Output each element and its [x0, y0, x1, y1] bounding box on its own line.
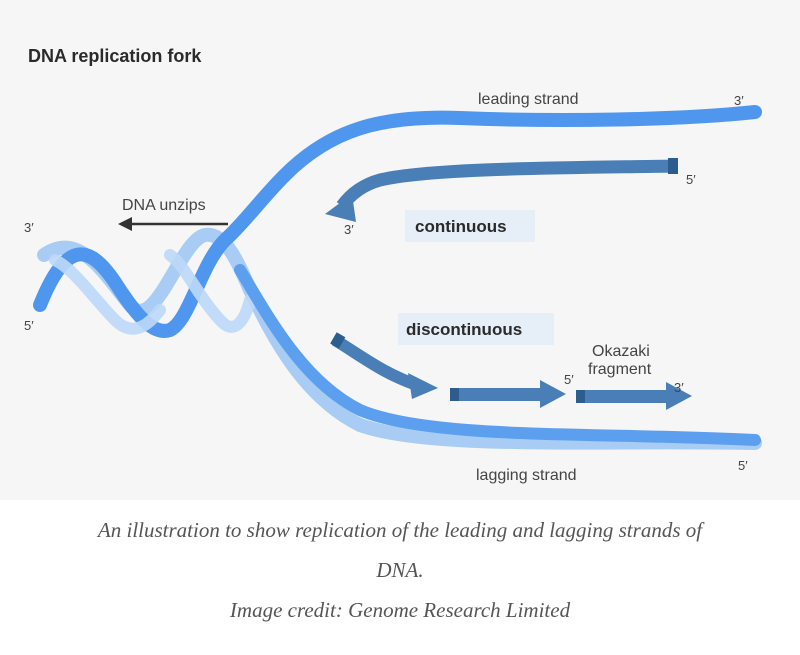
leading-strand-label: leading strand — [478, 91, 579, 108]
dna-unzips-label: DNA unzips — [122, 197, 206, 214]
okazaki-3-prime-label: 3′ — [674, 380, 684, 395]
okazaki-fragment-2-arrowhead — [540, 380, 566, 408]
continuous-strand-5-end — [668, 158, 678, 174]
continuous-label: continuous — [415, 217, 507, 236]
continuous-5-prime-label: 5′ — [686, 172, 696, 187]
diagram-title: DNA replication fork — [28, 46, 202, 66]
lagging-strand-curve — [234, 264, 761, 446]
okazaki-fragment-3-arrowhead — [666, 382, 692, 410]
discontinuous-label: discontinuous — [406, 320, 522, 339]
okazaki-fragment-2-5-end — [450, 388, 459, 401]
okazaki-fragment-1 — [331, 334, 422, 392]
lagging-strand-label: lagging strand — [476, 467, 577, 484]
okazaki-fragment-1-5-end — [330, 332, 346, 349]
image-credit: Image credit: Genome Research Limited — [229, 598, 571, 622]
okazaki-fragment-2 — [450, 388, 542, 401]
okazaki-label-line2: fragment — [588, 361, 652, 378]
unzip-arrowhead — [118, 217, 132, 231]
helix-twist-2 — [164, 249, 256, 333]
continuous-arrowhead — [325, 194, 356, 222]
caption-line-1: An illustration to show replication of t… — [97, 518, 703, 542]
helix-3-prime-label: 3′ — [24, 220, 34, 235]
okazaki-label-line1: Okazaki — [592, 343, 650, 360]
figure-caption: An illustration to show replication of t… — [0, 510, 800, 630]
helix-5-prime-label: 5′ — [24, 318, 34, 333]
diagram-panel: DNA replication fork DNA unzips leading … — [24, 46, 762, 484]
continuous-new-strand — [336, 159, 677, 210]
lagging-5-prime-label: 5′ — [738, 458, 748, 473]
okazaki-fragment-1-arrowhead — [408, 373, 438, 399]
okazaki-5-prime-label: 5′ — [564, 372, 574, 387]
helix-twist-1 — [49, 254, 166, 335]
okazaki-fragment-3 — [576, 390, 668, 403]
leading-3-prime-label: 3′ — [734, 93, 744, 108]
continuous-3-prime-label: 3′ — [344, 222, 354, 237]
discontinuous-tag-bg — [398, 313, 554, 345]
replication-fork-diagram: DNA replication fork DNA unzips leading … — [24, 46, 762, 484]
leading-parent-strand — [33, 105, 762, 338]
continuous-tag-bg — [405, 210, 535, 242]
caption-line-2: DNA. — [376, 558, 424, 582]
okazaki-fragment-3-5-end — [576, 390, 585, 403]
